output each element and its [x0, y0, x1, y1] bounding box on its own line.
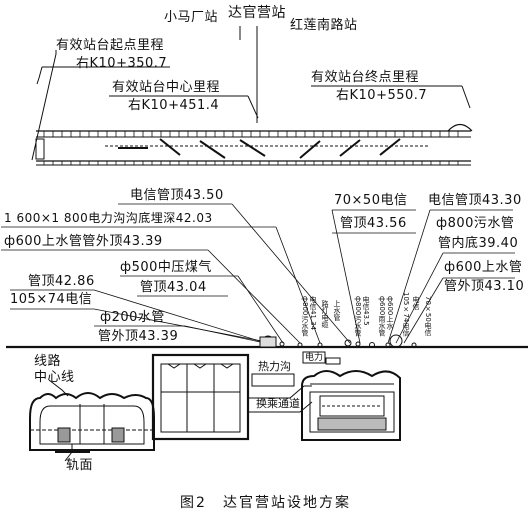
pipe-water-600-right-top: 管外顶43.10 — [444, 279, 525, 294]
vlabel-water: 上水管 — [333, 300, 341, 321]
platform-start-label: 有效站台起点里程 — [56, 38, 165, 53]
pipe-gas-top: 管顶43.04 — [140, 280, 207, 295]
vlabel-sewer-800-b: ф800污水管 — [354, 296, 362, 337]
pipe-sewer-800-bottom: 管内底39.40 — [438, 236, 519, 251]
platform-end-value: 右K10+550.7 — [336, 88, 428, 103]
label-rail-surface: 轨面 — [66, 458, 94, 473]
pipeline-leaders — [1, 203, 515, 344]
pipe-water-600: ф600上水管管外顶43.39 — [4, 234, 163, 249]
platform-start-value: 右K10+350.7 — [76, 56, 168, 71]
ground-and-pipes — [6, 334, 528, 365]
station-cross-section — [29, 353, 401, 462]
pipe-telecom-top-4330: 电信管顶43.30 — [428, 193, 522, 208]
platform-center-label: 有效站台中心里程 — [112, 80, 221, 95]
label-route-centerline: 线路 中心线 — [34, 354, 75, 385]
pipe-water-200: ф200水管 — [100, 310, 165, 325]
vlabel-sewer-800-a: ф800污水管 — [301, 296, 309, 337]
pipe-water-200-top: 管外顶43.39 — [98, 329, 179, 344]
pipe-telecom-top-4286: 管顶42.86 — [28, 274, 95, 289]
vlabel-rain-600: ф600雨水管 — [378, 296, 386, 337]
platform-end-label: 有效站台终点里程 — [311, 70, 420, 85]
label-power: 电力 — [305, 353, 324, 363]
figure-caption: 图2 达官营站设地方案 — [180, 495, 351, 511]
plan-view — [31, 26, 473, 166]
pipe-power-trench: 1 600×1 800电力沟沟底埋深42.03 — [4, 211, 213, 225]
platform-center-value: 右K10+451.4 — [128, 98, 220, 113]
vlabel-telecom-435: 电信43.5 — [362, 296, 370, 326]
pipe-water-600-right: ф600上水管 — [444, 260, 523, 275]
station-xiaomachang: 小马厂站 — [164, 10, 219, 25]
vlabel-street-light-cable: 路灯电缆 — [321, 300, 329, 328]
pipe-gas-500: ф500中压煤气 — [120, 260, 212, 275]
pipe-sewer-800: ф800污水管 — [436, 216, 515, 231]
vlabel-telecom-70x50: 70×50电信 — [424, 296, 432, 336]
pipe-telecom-105x74: 105×74电信 — [10, 292, 93, 307]
label-transfer-passage: 换乘通道 — [256, 397, 300, 410]
vlabel-telecom-105x74: 105×74电信 — [402, 292, 410, 337]
pipe-telecom-70x50-top: 管顶43.56 — [340, 216, 407, 231]
vlabel-water-600: ф600上水 — [386, 296, 394, 330]
pipe-telecom-70x50: 70×50电信 — [334, 193, 408, 208]
label-heat-trench: 热力沟 — [258, 360, 291, 373]
station-daguanying: 达官营站 — [228, 5, 286, 21]
vlabel-telecom: 电信 — [412, 296, 420, 310]
station-hongliannan: 红莲南路站 — [290, 18, 358, 33]
vlabel-telecom-4134: 电信41.34 — [309, 296, 317, 331]
pipe-telecom-top-4350: 电信管顶43.50 — [130, 188, 224, 203]
